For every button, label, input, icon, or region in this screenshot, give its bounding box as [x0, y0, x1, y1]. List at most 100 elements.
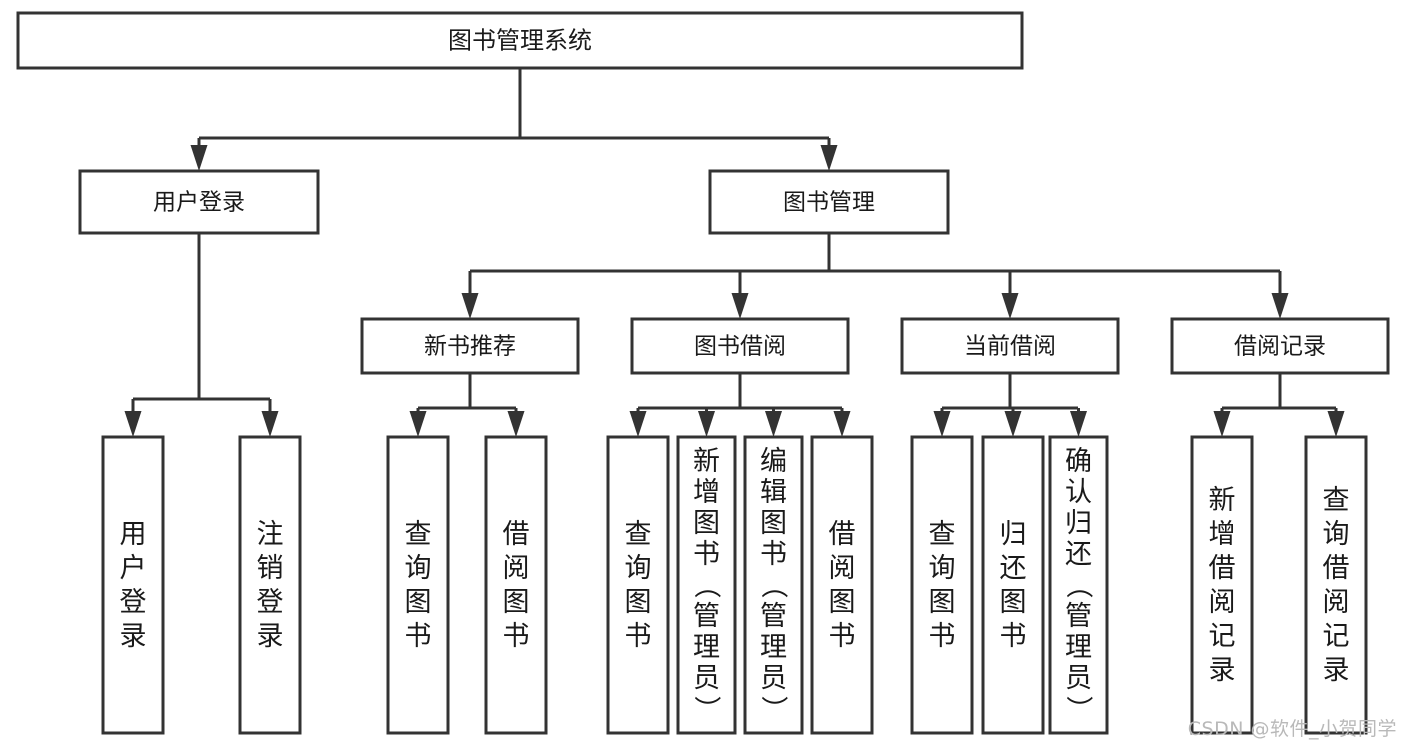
node-book-manage[interactable]: 图书管理 — [708, 169, 950, 235]
svg-text:还: 还 — [1065, 539, 1092, 570]
svg-text:查: 查 — [1323, 485, 1350, 516]
node-label-leaf-user-login: 用户登录 — [120, 519, 147, 652]
svg-text:书: 书 — [829, 621, 856, 652]
svg-text:书: 书 — [760, 539, 787, 570]
svg-text:图: 图 — [1000, 587, 1027, 618]
svg-text:录: 录 — [257, 621, 284, 652]
svg-text:归: 归 — [1000, 519, 1027, 550]
edge-user-login-to-leaf-logout — [261, 399, 279, 437]
node-label-book-manage: 图书管理 — [783, 190, 875, 216]
edge-book-borrow-to-leaf-query-book-borrow — [629, 408, 647, 437]
edge-book-manage-to-new-book-recommend — [461, 271, 479, 319]
svg-text:用: 用 — [120, 519, 147, 550]
svg-text:阅: 阅 — [1209, 587, 1236, 618]
edge-borrow-records-to-leaf-query-record — [1327, 408, 1345, 437]
svg-text:归: 归 — [1065, 508, 1092, 539]
svg-text:增: 增 — [693, 477, 720, 508]
svg-text:询: 询 — [405, 553, 432, 584]
svg-text:）: ） — [691, 696, 722, 723]
edge-book-borrow-to-leaf-borrow-book — [833, 408, 851, 437]
connector-bus-new-book — [418, 373, 516, 410]
edge-book-manage-to-book-borrow — [731, 271, 749, 319]
svg-text:阅: 阅 — [1323, 587, 1350, 618]
svg-text:书: 书 — [405, 621, 432, 652]
node-leaf-user-login[interactable]: 用户登录 — [101, 435, 165, 735]
node-label-borrow-records: 借阅记录 — [1234, 334, 1326, 360]
svg-text:录: 录 — [120, 621, 147, 652]
connector-bus-book-manage — [470, 233, 1280, 273]
svg-text:询: 询 — [929, 553, 956, 584]
svg-text:书: 书 — [625, 621, 652, 652]
node-new-book-recommend[interactable]: 新书推荐 — [360, 317, 580, 375]
svg-text:书: 书 — [1000, 621, 1027, 652]
svg-text:书: 书 — [929, 621, 956, 652]
node-current-borrow[interactable]: 当前借阅 — [900, 317, 1120, 375]
svg-text:（: （ — [691, 572, 722, 599]
svg-text:员: 员 — [760, 663, 787, 694]
svg-text:图: 图 — [503, 587, 530, 618]
edges-layer — [124, 68, 1345, 437]
svg-text:询: 询 — [1323, 519, 1350, 550]
svg-text:还: 还 — [1000, 553, 1027, 584]
edge-user-login-to-leaf-user-login — [124, 399, 142, 437]
svg-text:询: 询 — [625, 553, 652, 584]
svg-text:户: 户 — [120, 553, 147, 584]
svg-text:登: 登 — [257, 587, 284, 618]
edge-book-manage-to-borrow-records — [1271, 271, 1289, 319]
edge-current-borrow-to-leaf-query-book-cur — [933, 408, 951, 437]
edge-book-borrow-to-leaf-edit-book — [765, 408, 782, 437]
svg-text:记: 记 — [1323, 621, 1350, 652]
svg-text:（: （ — [1063, 572, 1094, 599]
svg-text:借: 借 — [1323, 553, 1350, 584]
svg-text:录: 录 — [1209, 655, 1236, 686]
svg-text:录: 录 — [1323, 655, 1350, 686]
node-label-current-borrow: 当前借阅 — [964, 334, 1056, 360]
svg-text:记: 记 — [1209, 621, 1236, 652]
svg-text:登: 登 — [120, 587, 147, 618]
node-borrow-records[interactable]: 借阅记录 — [1170, 317, 1390, 375]
svg-text:辑: 辑 — [760, 477, 787, 508]
svg-text:借: 借 — [503, 519, 530, 550]
node-user-login[interactable]: 用户登录 — [78, 169, 320, 235]
svg-text:管: 管 — [1065, 601, 1092, 632]
svg-text:书: 书 — [503, 621, 530, 652]
edge-root-to-book-manage — [820, 138, 838, 171]
svg-text:图: 图 — [405, 587, 432, 618]
svg-text:确: 确 — [1065, 446, 1092, 477]
svg-text:图: 图 — [625, 587, 652, 618]
svg-text:借: 借 — [1209, 553, 1236, 584]
svg-text:认: 认 — [1065, 477, 1092, 508]
svg-text:编: 编 — [760, 446, 787, 477]
node-label-new-book-recommend: 新书推荐 — [424, 334, 516, 360]
edge-book-manage-to-current-borrow — [1001, 271, 1019, 319]
node-root[interactable]: 图书管理系统 — [16, 11, 1024, 70]
connector-bus-borrow-records — [1222, 373, 1336, 410]
svg-text:阅: 阅 — [829, 553, 856, 584]
svg-text:查: 查 — [405, 519, 432, 550]
node-book-borrow[interactable]: 图书借阅 — [630, 317, 850, 375]
svg-text:理: 理 — [1065, 632, 1092, 663]
edge-current-borrow-to-leaf-confirm-return — [1070, 408, 1087, 437]
